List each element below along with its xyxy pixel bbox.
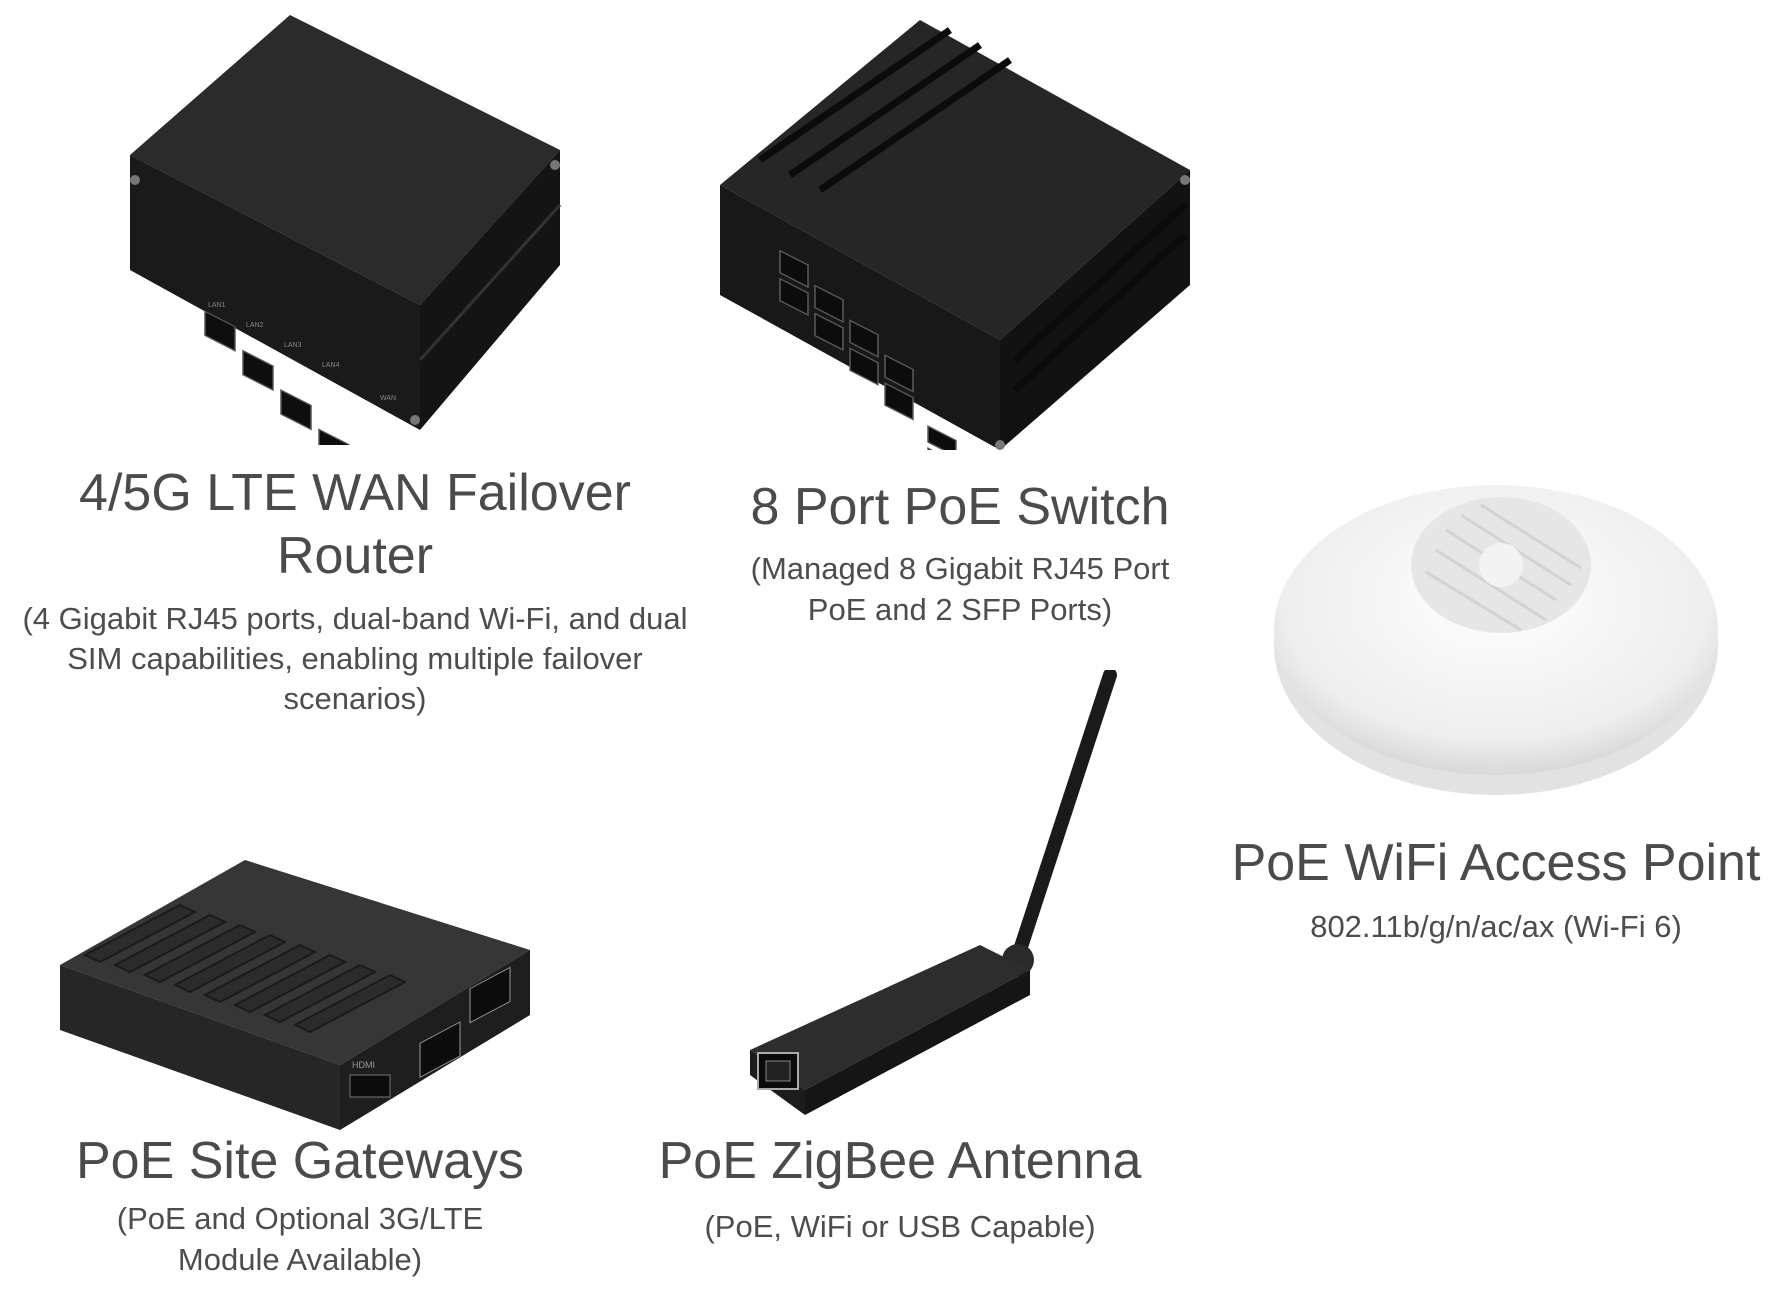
product-zigbee-antenna: PoE ZigBee Antenna (PoE, WiFi or USB Cap… xyxy=(600,670,1200,1298)
zigbee-antenna-title: PoE ZigBee Antenna xyxy=(658,1132,1142,1190)
gateway-label-hdmi: HDMI xyxy=(352,1060,375,1070)
gateway-description: (PoE and Optional 3G/LTE Module Availabl… xyxy=(116,1201,484,1277)
access-point-icon xyxy=(1274,485,1718,795)
router-label-wan: WAN xyxy=(380,395,396,402)
zigbee-antenna-icon xyxy=(750,670,1117,1115)
switch-description: (Managed 8 Gigabit RJ45 Port PoE and 2 S… xyxy=(750,551,1170,627)
access-point-title: PoE WiFi Access Point xyxy=(1231,834,1761,892)
router-title: 4/5G LTE WAN Failover Router xyxy=(79,464,631,586)
access-point-description: 802.11b/g/n/ac/ax (Wi-Fi 6) xyxy=(1310,909,1682,945)
router-description: (4 Gigabit RJ45 ports, dual-band Wi-Fi, … xyxy=(22,600,688,717)
product-gateway: HDMI PoE Site Gateways (PoE and Optional… xyxy=(0,820,600,1298)
switch-title: 8 Port PoE Switch xyxy=(750,478,1170,536)
product-router: LAN1 LAN2 LAN3 LAN4 WAN 4/5G LTE WAN Fai… xyxy=(0,0,710,730)
zigbee-antenna-description: (PoE, WiFi or USB Capable) xyxy=(704,1209,1096,1245)
product-switch: 8 Port PoE Switch (Managed 8 Gigabit RJ4… xyxy=(720,0,1200,650)
router-label-lan1: LAN1 xyxy=(208,302,226,309)
gateway-title: PoE Site Gateways xyxy=(76,1132,524,1190)
router-label-lan3: LAN3 xyxy=(284,342,302,349)
router-label-lan2: LAN2 xyxy=(246,322,264,329)
network-switch-icon xyxy=(720,20,1190,450)
router-icon: LAN1 LAN2 LAN3 LAN4 WAN xyxy=(130,15,562,445)
product-access-point: PoE WiFi Access Point 802.11b/g/n/ac/ax … xyxy=(1200,440,1792,960)
router-label-lan4: LAN4 xyxy=(322,362,340,369)
gateway-icon: HDMI xyxy=(60,860,530,1130)
